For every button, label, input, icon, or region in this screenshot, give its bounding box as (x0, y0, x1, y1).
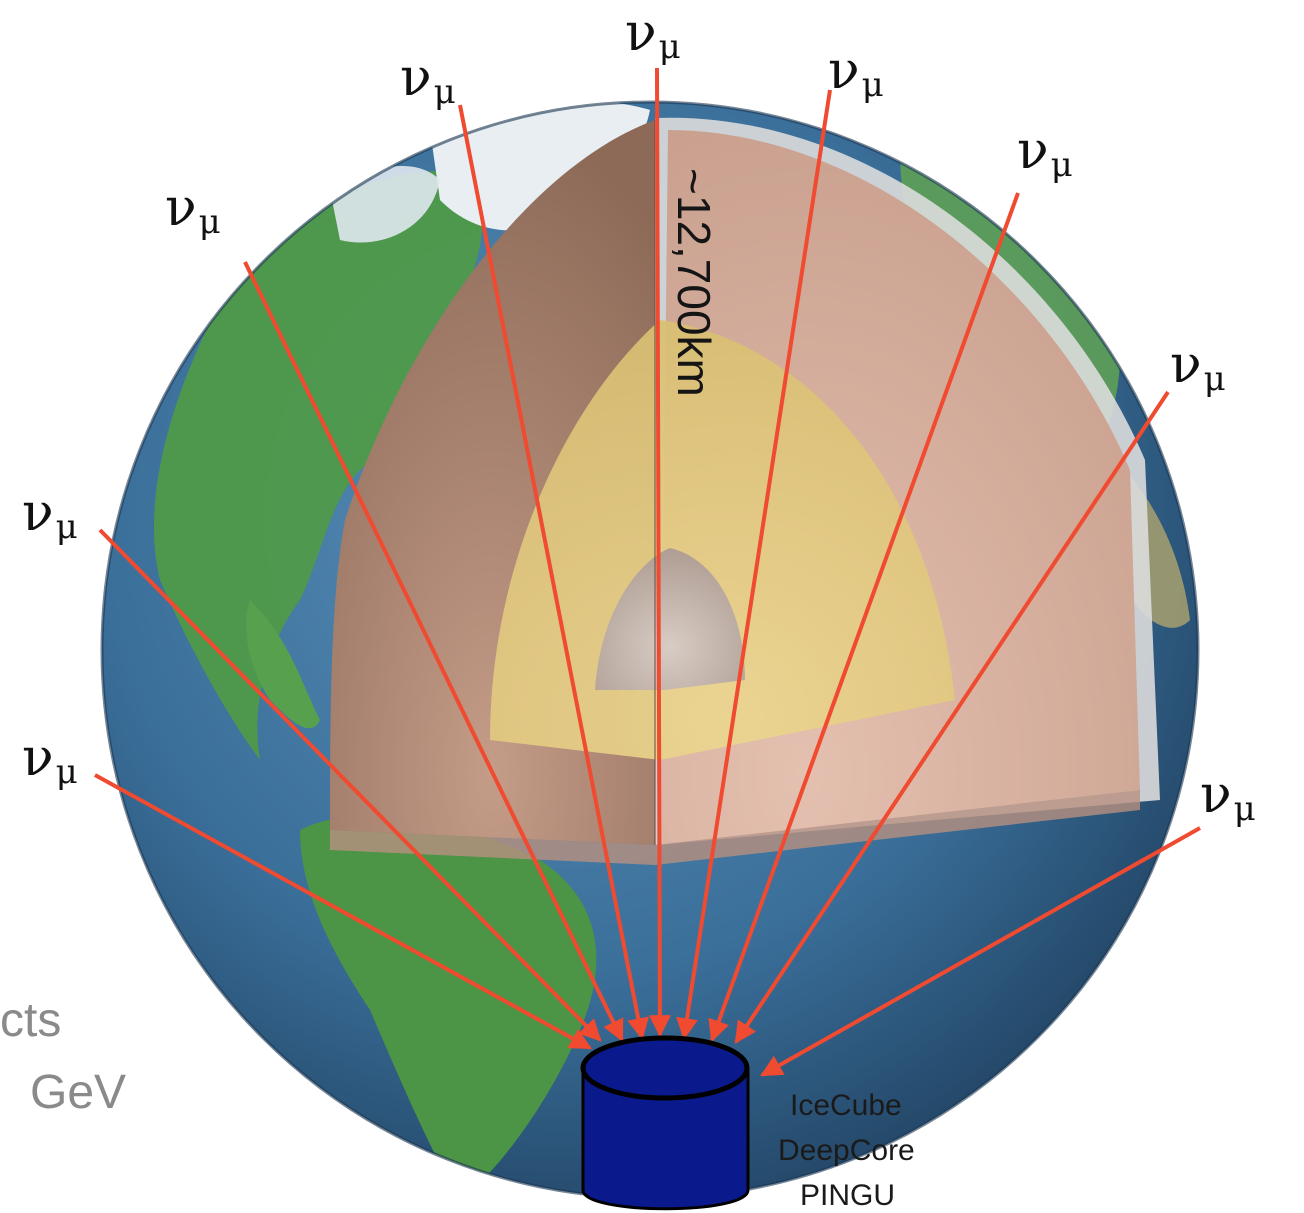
side-text-line-1: cts (0, 994, 61, 1047)
neutrino-label: νμ (828, 41, 884, 105)
neutrino-label: νμ (165, 178, 221, 242)
neutrino-arrow (243, 261, 624, 1042)
neutrino-arrow (734, 390, 1170, 1044)
detector-labels: IceCube DeepCore PINGU (778, 1089, 915, 1212)
neutrino-label: νμ (22, 728, 78, 792)
neutrino-arrow (760, 826, 1201, 1077)
neutrino-arrow (676, 89, 832, 1041)
detector-label-deepcore: DeepCore (778, 1134, 915, 1167)
neutrino-label: νμ (400, 48, 456, 112)
neutrino-arrow (98, 528, 602, 1042)
neutrino-label: νμ (625, 3, 681, 67)
neutrino-arrow (94, 773, 592, 1050)
arrow-group (94, 67, 1201, 1077)
detector-label-pingu: PINGU (800, 1179, 895, 1212)
side-text-line-2: GeV (30, 1066, 126, 1119)
neutrino-arrow (708, 192, 1020, 1043)
distance-label: ~12,700km (668, 168, 720, 397)
partial-side-text: cts GeV (0, 994, 126, 1119)
detector-cylinder (580, 1035, 750, 1211)
detector-label-icecube: IceCube (790, 1089, 902, 1122)
neutrino-label: νμ (1200, 765, 1256, 829)
neutrino-arrow (458, 104, 650, 1041)
earth-cutaway (330, 117, 1160, 865)
neutrino-arrow (648, 67, 671, 1038)
neutrino-label: νμ (22, 483, 78, 547)
neutrino-label: νμ (1170, 335, 1226, 399)
neutrino-label: νμ (1017, 121, 1073, 185)
